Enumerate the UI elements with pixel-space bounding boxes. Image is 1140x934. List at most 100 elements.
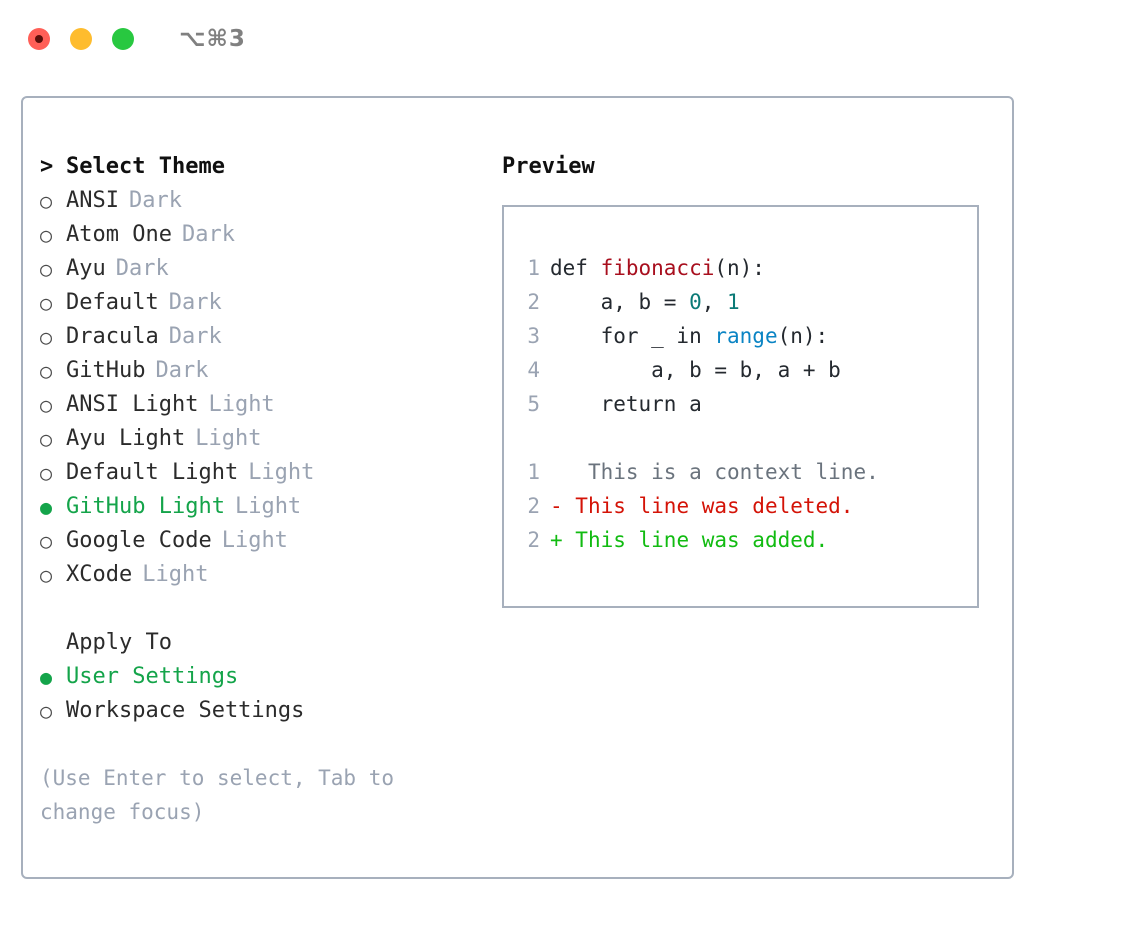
line-number: 1 [527,460,540,484]
title-bar: ⌥⌘3 [0,0,1140,78]
code-text: for _ in range(n): [550,319,829,353]
radio-unselected-icon[interactable]: ○ [40,393,53,417]
apply-to-header: Apply To [40,626,490,660]
theme-name-label: GitHub Light [66,494,225,519]
theme-kind-label: Light [195,426,262,451]
diff-text: This line was deleted. [562,494,854,518]
radio-unselected-icon[interactable]: ○ [40,257,53,281]
theme-name-label: Ayu [66,256,106,281]
theme-list-item[interactable]: ○ Default Dark [40,286,490,320]
radio-unselected-icon[interactable]: ○ [40,359,53,383]
diff-marker [550,455,563,489]
radio-unselected-icon[interactable]: ○ [40,291,53,315]
theme-name-label: Google Code [66,528,212,553]
code-diff-separator [516,421,977,455]
apply-to-label: Workspace Settings [66,698,305,723]
code-token-num: 1 [727,290,740,314]
line-number: 2 [527,494,540,518]
radio-unselected-icon[interactable]: ○ [40,563,53,587]
radio-unselected-icon[interactable]: ○ [40,699,53,723]
code-token-plain: a, b = [550,290,690,314]
close-window-icon[interactable] [28,28,50,50]
code-line: 4 a, b = b, a + b [516,353,977,387]
radio-unselected-icon[interactable]: ○ [40,325,53,349]
diff-text: This line was added. [562,528,829,552]
theme-name-label: Default [66,290,159,315]
traffic-lights [28,28,134,50]
line-number: 5 [527,392,540,416]
code-line: 3 for _ in range(n): [516,319,977,353]
radio-selected-icon[interactable]: ● [40,665,53,689]
radio-unselected-icon[interactable]: ○ [40,427,53,451]
line-number: 4 [527,358,540,382]
code-line: 2 a, b = 0, 1 [516,285,977,319]
theme-kind-label: Dark [168,290,222,315]
radio-unselected-icon[interactable]: ○ [40,189,53,213]
theme-list-item[interactable]: ○ Ayu Dark [40,252,490,286]
theme-kind-label: Light [208,392,275,417]
list-spacer [40,592,490,626]
line-number: 1 [527,256,540,280]
apply-to-item[interactable]: ○ Workspace Settings [40,694,490,728]
theme-list-item[interactable]: ○ ANSI Light Light [40,388,490,422]
theme-name-label: Ayu Light [66,426,186,451]
maximize-window-icon[interactable] [112,28,134,50]
apply-to-item[interactable]: ●User Settings [40,660,490,694]
theme-name-label: XCode [66,562,133,587]
theme-kind-label: Dark [115,256,169,281]
code-line: 1 def fibonacci(n): [516,251,977,285]
code-token-plain: (n): [777,324,829,348]
theme-list-item[interactable]: ○ Ayu Light Light [40,422,490,456]
keyboard-shortcut-label: ⌥⌘3 [179,26,246,52]
line-number: 3 [527,324,540,348]
code-line: 5 return a [516,387,977,421]
code-token-plain: def [550,256,601,280]
radio-unselected-icon[interactable]: ○ [40,461,53,485]
theme-kind-label: Dark [168,324,222,349]
theme-kind-label: Dark [155,358,209,383]
radio-unselected-icon[interactable]: ○ [40,529,53,553]
code-token-plain: , [701,290,728,314]
theme-name-label: ANSI Light [66,392,199,417]
line-number: 2 [527,528,540,552]
code-text: return a [550,387,702,421]
diff-marker: - [550,494,563,518]
preview-title: Preview [502,154,595,179]
diff-line: 1 This is a context line. [516,455,977,489]
theme-kind-label: Light [221,528,288,553]
theme-kind-label: Dark [181,222,235,247]
diff-line: 2 + This line was added. [516,523,977,557]
keyboard-hint-text: (Use Enter to select, Tab to change focu… [40,766,395,824]
code-text: a, b = 0, 1 [550,285,740,319]
apply-to-list: ●User Settings ○ Workspace Settings [40,660,490,728]
diff-text: This is a context line. [562,460,879,484]
code-text: def fibonacci(n): [550,251,765,285]
code-token-builtin: range [714,324,778,348]
theme-list-item[interactable]: ○ Google Code Light [40,524,490,558]
code-token-fn: fibonacci [600,256,715,280]
theme-kind-label: Light [248,460,315,485]
selection-caret-icon: > [40,154,54,179]
diff-marker: + [550,528,563,552]
line-number: 2 [527,290,540,314]
radio-unselected-icon[interactable]: ○ [40,223,53,247]
radio-selected-icon[interactable]: ● [40,495,53,519]
diff-line: 2- This line was deleted. [516,489,977,523]
minimize-window-icon[interactable] [70,28,92,50]
code-text: a, b = b, a + b [550,353,841,387]
theme-name-label: ANSI [66,188,119,213]
